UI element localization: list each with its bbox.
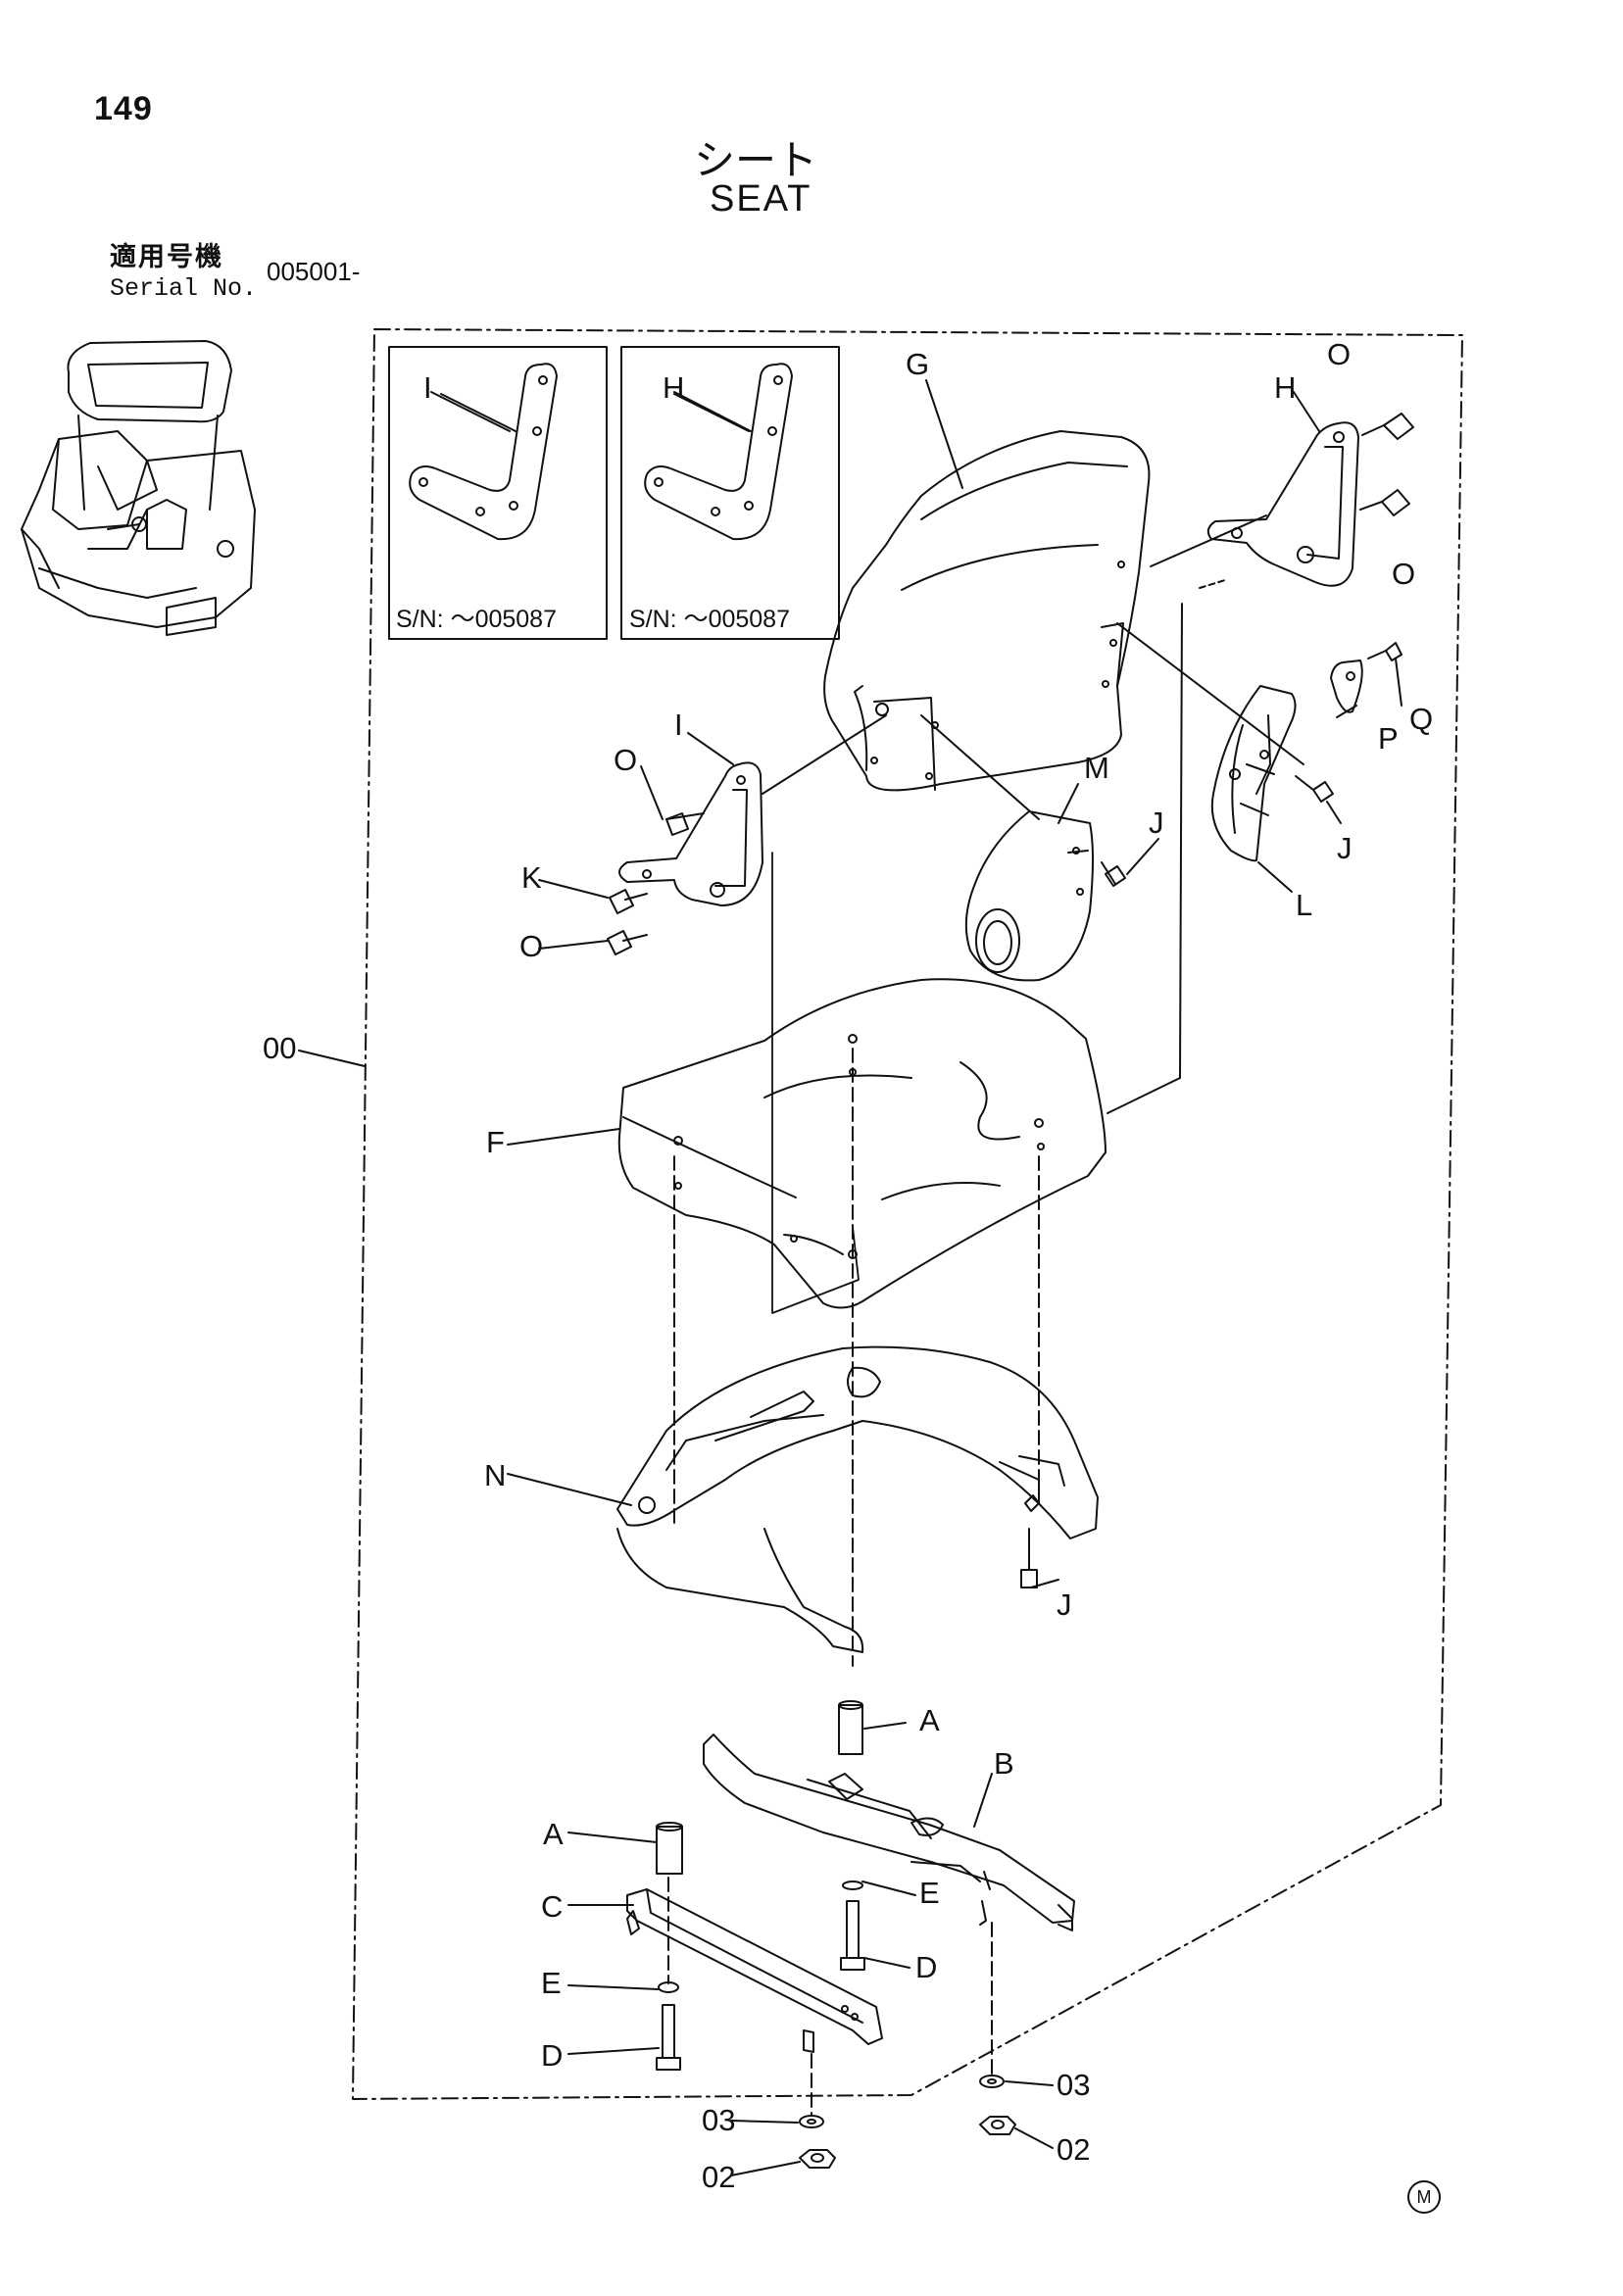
callout-n: N — [484, 1458, 506, 1492]
machine-location-thumbnail — [21, 340, 256, 636]
nut-02-right — [979, 2116, 1016, 2135]
inset-bracket-h — [620, 346, 840, 640]
callout-f: F — [486, 1125, 505, 1159]
callout-d-left: D — [541, 2038, 563, 2073]
inset-bracket-i — [388, 346, 608, 640]
callout-j-lever: J — [1337, 831, 1352, 865]
callout-g: G — [906, 347, 929, 381]
assembly-boundary — [352, 328, 1463, 2100]
inset-h-serial-label: S/N: ～005087 — [629, 606, 790, 633]
callout-o-top: O — [1327, 337, 1351, 371]
callout-o-left: O — [614, 743, 637, 777]
callout-j-armrest: J — [1149, 806, 1164, 840]
callout-03-right: 03 — [1057, 2068, 1090, 2102]
spacer-a-left — [656, 1822, 683, 1875]
inset-i-callout: I — [423, 370, 432, 405]
callout-o-right: O — [1392, 557, 1415, 591]
callout-c: C — [541, 1889, 563, 1924]
seat-cushion — [617, 978, 1107, 1309]
callout-a-left: A — [543, 1817, 564, 1851]
washer-03-left — [799, 2115, 824, 2128]
callout-h: H — [1274, 370, 1296, 405]
washer-03-right — [979, 2075, 1005, 2088]
callout-00: 00 — [263, 1031, 296, 1065]
callout-d-right: D — [915, 1950, 937, 1984]
seat-back — [823, 430, 1151, 792]
nut-02-left — [799, 2149, 836, 2169]
inset-i-serial-label: S/N: ～005087 — [396, 606, 557, 633]
callout-m: M — [1084, 751, 1109, 785]
callout-k: K — [521, 860, 542, 895]
slide-rail-c — [626, 1888, 883, 2053]
callout-b: B — [994, 1746, 1014, 1781]
callout-03-left: 03 — [702, 2103, 735, 2137]
seat-pan — [616, 1345, 1099, 1653]
callout-e-right: E — [919, 1876, 940, 1910]
inset-h-callout: H — [663, 370, 684, 405]
bolt-d-right — [840, 1881, 865, 1971]
spacer-a-right — [838, 1700, 863, 1755]
callout-e-left: E — [541, 1966, 562, 2000]
serial-label-japanese: 適用号機 — [110, 242, 223, 271]
slide-rail-b — [703, 1734, 1075, 1931]
serial-label: Serial No. — [110, 274, 258, 303]
maker-mark: M — [1407, 2180, 1441, 2214]
bracket-h — [1206, 413, 1414, 587]
callout-q: Q — [1409, 702, 1433, 736]
callout-j-pan: J — [1057, 1588, 1072, 1622]
callout-l: L — [1296, 888, 1312, 922]
page-title: SEAT — [710, 178, 812, 220]
lever-l — [1210, 642, 1402, 862]
page-number: 149 — [94, 90, 153, 127]
callout-i: I — [674, 708, 683, 742]
bracket-i — [607, 714, 887, 955]
page-title-japanese: シート — [694, 137, 818, 183]
callout-p: P — [1378, 721, 1399, 756]
serial-number-value: 005001- — [267, 257, 361, 286]
armrest-m — [964, 810, 1126, 982]
bolt-d-left — [656, 1981, 681, 2071]
callout-02-right: 02 — [1057, 2132, 1090, 2167]
callout-o-lower: O — [519, 929, 543, 963]
callout-02-left: 02 — [702, 2160, 735, 2194]
callout-a-right: A — [919, 1703, 940, 1737]
